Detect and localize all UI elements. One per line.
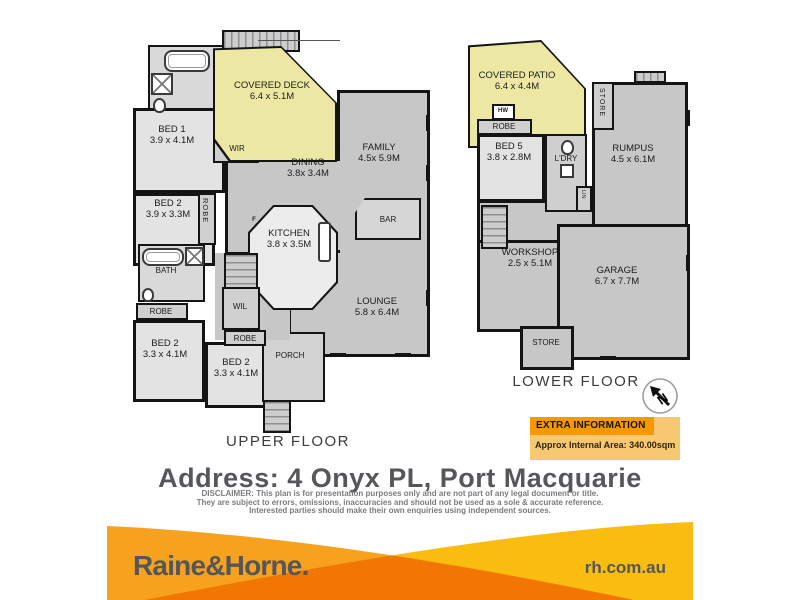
lin-closet [576, 186, 592, 212]
toilet-icon [142, 288, 154, 302]
extra-information-box: EXTRA INFORMATION Approx Internal Area: … [530, 417, 680, 460]
toilet-icon [561, 140, 574, 155]
footer-wave-graphic [107, 522, 693, 600]
address-line: Address: 4 Onyx PL, Port Macquarie [158, 463, 642, 493]
label-fridge: F [252, 217, 256, 223]
window [426, 165, 430, 181]
room-store-bottom [520, 326, 574, 370]
window [395, 353, 411, 357]
room-garage [557, 224, 690, 360]
stairs-top-arrow [258, 40, 340, 41]
disclaimer-line-2: They are subject to errors, omissions, i… [196, 497, 604, 507]
room-bar [355, 198, 421, 240]
label-robe-vertical: ROBE [201, 198, 210, 224]
disclaimer-text: DISCLAIMER: This plan is for presentatio… [0, 489, 800, 516]
window [600, 356, 616, 360]
extra-information-body: Approx Internal Area: 340.00sqm [535, 440, 676, 450]
room-porch [262, 332, 325, 402]
room-wil [222, 287, 260, 330]
label-porch: PORCH [275, 351, 305, 360]
shower-icon [185, 247, 204, 266]
website-link[interactable]: rh.com.au [584, 558, 666, 577]
lower-floor-title: LOWER FLOOR [512, 373, 640, 390]
label-robe-center: ROBE [233, 334, 257, 343]
raine-horne-logo: Raine&Horne. [133, 550, 309, 581]
shower-icon [151, 73, 173, 95]
label-ldry: L'DRY [554, 154, 578, 163]
room-bed5 [477, 134, 545, 202]
stairs-bottom [263, 400, 291, 433]
laundry-tub-icon [560, 164, 574, 178]
robe-strip-lower [477, 119, 532, 135]
label-wir: WIR [229, 144, 245, 153]
stairs-lower [481, 205, 508, 249]
window [686, 255, 690, 271]
bathtub-icon [164, 50, 210, 72]
robe-strip-left [136, 303, 188, 320]
label-robe-lower: ROBE [492, 122, 516, 131]
robe-vertical [198, 193, 216, 245]
label-hw: HW [498, 108, 508, 114]
extra-information-header: EXTRA INFORMATION [530, 417, 654, 435]
window [426, 290, 430, 306]
label-store-bottom: STORE [532, 338, 560, 347]
upper-floor-title: UPPER FLOOR [225, 433, 351, 450]
toilet-icon [153, 98, 166, 113]
store-top [592, 82, 614, 130]
label-lin: LIN [580, 190, 586, 199]
entry-step [634, 71, 666, 83]
disclaimer-line-3: Interested parties should make their own… [249, 506, 551, 516]
bathtub-icon [142, 248, 184, 266]
room-bed2-b [133, 320, 205, 402]
label-bar: BAR [379, 215, 397, 224]
window [426, 115, 430, 131]
robe-strip-center [224, 330, 266, 346]
label-wil: WIL [232, 302, 248, 311]
window [686, 110, 690, 126]
footer-banner: Raine&Horne. rh.com.au [107, 518, 693, 600]
window [330, 353, 346, 357]
label-robe-left: ROBE [149, 307, 173, 316]
disclaimer-line-1: DISCLAIMER: This plan is for presentatio… [201, 489, 599, 498]
north-arrow-icon: N [641, 377, 679, 415]
label-store-top: STORE [598, 88, 605, 117]
label-bath: BATH [155, 266, 177, 275]
kitchen-island [318, 222, 331, 262]
